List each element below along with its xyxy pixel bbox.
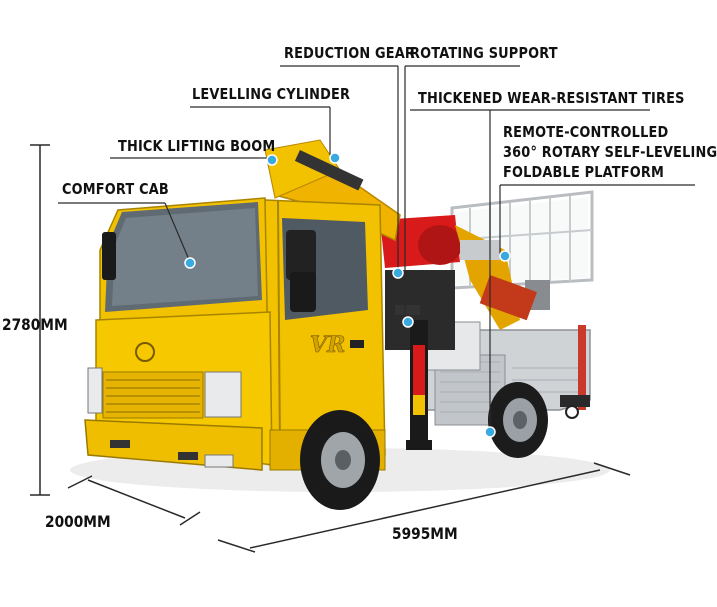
marker-cab	[184, 257, 196, 269]
label-remote-platform-2: 360° ROTARY SELF-LEVELING	[503, 143, 717, 161]
marker-tires	[484, 426, 496, 438]
label-thick-lifting-boom: THICK LIFTING BOOM	[118, 137, 276, 155]
rear-wheel	[488, 382, 548, 458]
marker-platform	[499, 250, 511, 262]
dimension-width: 2000MM	[45, 512, 111, 531]
label-rotating-support: ROTATING SUPPORT	[410, 44, 558, 62]
marker-levelling-cylinder	[329, 152, 341, 164]
label-levelling-cylinder: LEVELLING CYLINDER	[192, 85, 351, 103]
marker-boom	[266, 154, 278, 166]
label-remote-platform-3: FOLDABLE PLATFORM	[503, 163, 664, 181]
door-logo: VR	[310, 332, 345, 358]
boom-assembly	[264, 139, 537, 450]
marker-rotating-support	[402, 316, 414, 328]
label-thickened-tires: THICKENED WEAR-RESISTANT TIRES	[418, 89, 685, 107]
dimension-length: 5995MM	[392, 524, 458, 543]
callout-markers	[184, 152, 511, 438]
cab	[84, 197, 386, 471]
marker-reduction-gear	[392, 267, 404, 279]
front-wheel	[300, 410, 380, 510]
callout-lines	[58, 65, 695, 430]
dimension-height: 2780MM	[2, 315, 68, 334]
label-comfort-cab: COMFORT CAB	[62, 180, 169, 198]
label-remote-platform-1: REMOTE-CONTROLLED	[503, 123, 669, 141]
label-reduction-gear: REDUCTION GEAR	[284, 44, 415, 62]
dimension-lines	[30, 144, 631, 553]
